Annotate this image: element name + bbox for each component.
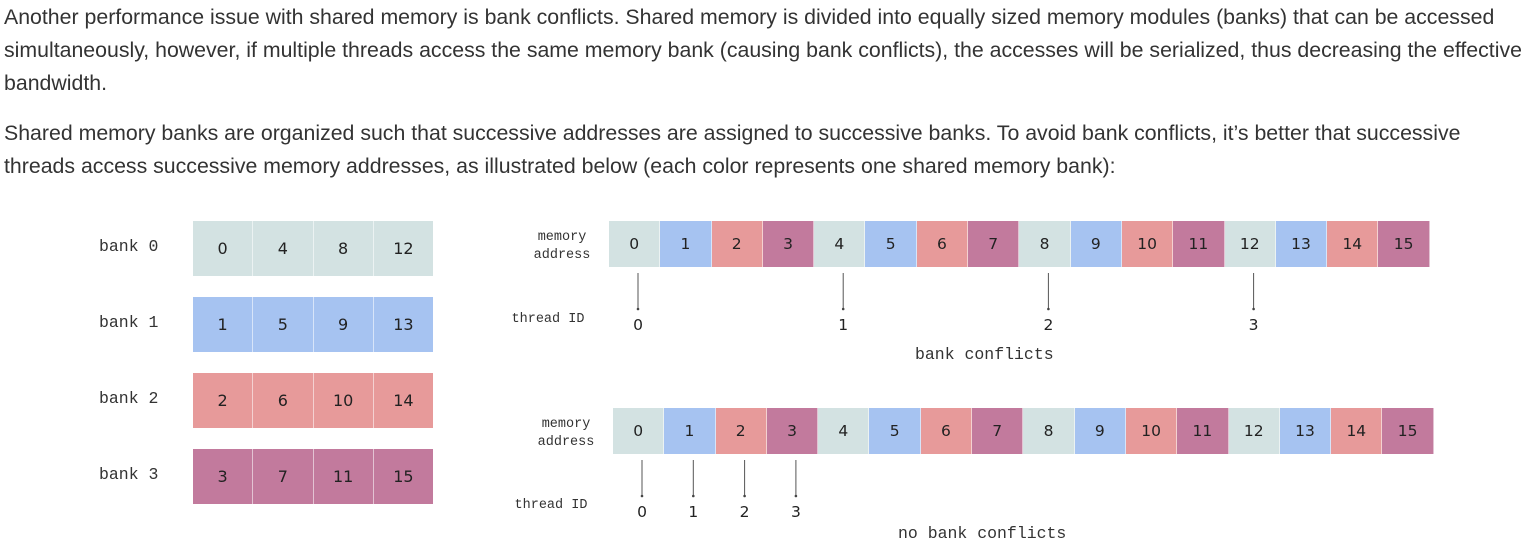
bank-cell: 15 xyxy=(373,449,433,504)
thread-id: 1 xyxy=(688,503,699,521)
memory-cell: 0 xyxy=(613,408,665,454)
memory-cell: 5 xyxy=(869,408,921,454)
memory-cell: 4 xyxy=(814,221,866,267)
memory-cell: 8 xyxy=(1019,221,1071,267)
memory-cell: 9 xyxy=(1070,221,1122,267)
memory-cell: 1 xyxy=(664,408,716,454)
thread-id: 3 xyxy=(1248,316,1259,334)
memory-cell: 7 xyxy=(968,221,1020,267)
bank-cell: 8 xyxy=(313,221,374,276)
bank-cell: 6 xyxy=(253,373,314,428)
memory-cell: 3 xyxy=(766,408,819,454)
no-bank-conflicts-caption: no bank conflicts xyxy=(898,524,1067,543)
memory-cell: 9 xyxy=(1074,408,1126,454)
bank-label-3: bank 3 xyxy=(99,465,159,484)
arrow-head xyxy=(794,494,798,498)
bank-label-2: bank 2 xyxy=(99,389,159,408)
thread-id: 0 xyxy=(633,316,643,334)
bank-cell: 5 xyxy=(253,297,314,352)
arrow-head xyxy=(1047,307,1050,311)
memory-address-label: memory address xyxy=(533,230,591,263)
memory-cell: 10 xyxy=(1121,221,1174,267)
bank-cell: 7 xyxy=(253,449,314,504)
arrow-head xyxy=(640,494,644,498)
memory-cell: 4 xyxy=(818,408,870,454)
arrow-head xyxy=(1252,307,1255,311)
bank-cell: 0 xyxy=(193,221,254,276)
memory-cell: 7 xyxy=(972,408,1024,454)
memory-cell: 6 xyxy=(916,221,969,267)
memory-cell: 5 xyxy=(865,221,917,267)
bank-cell: 1 xyxy=(193,297,254,352)
thread-id-label: thread ID xyxy=(514,498,588,513)
memory-cell: 14 xyxy=(1327,221,1379,267)
memory-cell: 2 xyxy=(715,408,767,454)
thread-id: 1 xyxy=(838,316,849,334)
thread-id: 3 xyxy=(790,503,801,521)
thread-id-label: thread ID xyxy=(511,312,585,327)
memory-cell: 12 xyxy=(1224,221,1276,267)
memory-cell: 15 xyxy=(1382,408,1434,454)
thread-id: 0 xyxy=(637,503,647,521)
memory-cell: 13 xyxy=(1279,408,1332,454)
bank-cell: 10 xyxy=(313,373,374,428)
arrow-head xyxy=(841,307,845,311)
memory-cell: 10 xyxy=(1125,408,1178,454)
paragraph-bank-organization: Shared memory banks are organized such t… xyxy=(4,121,1461,178)
arrow-head xyxy=(743,494,746,498)
bank-cell: 12 xyxy=(373,221,433,276)
bank-label-0: bank 0 xyxy=(99,237,159,256)
bank-cell: 4 xyxy=(253,221,314,276)
thread-id: 2 xyxy=(1043,316,1054,334)
memory-cell: 3 xyxy=(762,221,815,267)
memory-cell: 2 xyxy=(711,221,763,267)
bank-conflicts-caption: bank conflicts xyxy=(915,345,1054,364)
memory-cell: 15 xyxy=(1378,221,1430,267)
memory-cell: 13 xyxy=(1275,221,1328,267)
arrow-head xyxy=(692,494,695,498)
memory-cell: 0 xyxy=(609,221,661,267)
memory-cell: 14 xyxy=(1331,408,1383,454)
paragraph-bank-conflicts-intro: Another performance issue with shared me… xyxy=(4,5,1522,95)
bank-label-1: bank 1 xyxy=(99,313,159,332)
thread-id: 2 xyxy=(739,503,750,521)
bank-cell: 11 xyxy=(313,449,374,504)
memory-cell: 12 xyxy=(1228,408,1280,454)
bank-cell: 14 xyxy=(373,373,433,428)
memory-cell: 8 xyxy=(1023,408,1075,454)
bank-cell: 2 xyxy=(193,373,254,428)
memory-address-label: memory address xyxy=(537,417,595,450)
arrow-head xyxy=(636,307,640,311)
memory-cell: 11 xyxy=(1173,221,1225,267)
bank-cell: 3 xyxy=(193,449,254,504)
bank-cell: 13 xyxy=(373,297,433,352)
memory-cell: 6 xyxy=(920,408,973,454)
memory-cell: 11 xyxy=(1177,408,1229,454)
memory-cell: 1 xyxy=(660,221,712,267)
bank-cell: 9 xyxy=(313,297,374,352)
